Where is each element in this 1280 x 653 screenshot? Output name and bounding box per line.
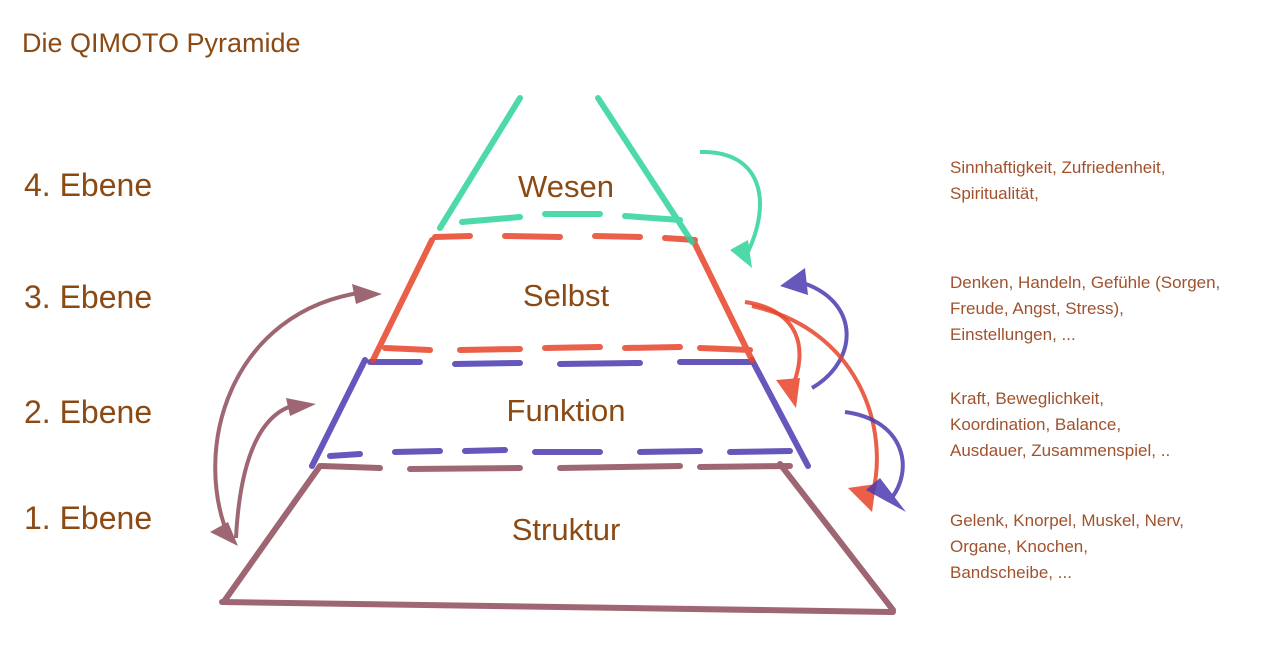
tier-label-selbst: Selbst: [523, 278, 610, 313]
arrow-funktion-to-struktur: [844, 410, 906, 512]
arrow-struktur-to-funktion: [234, 398, 316, 539]
tier-selbst-outline: [370, 233, 755, 363]
desc-line: Freude, Angst, Stress),: [950, 299, 1124, 318]
level-label-1: 1. Ebene: [24, 500, 153, 536]
level-label-2: 2. Ebene: [24, 394, 153, 430]
arrow-funktion-to-selbst: [780, 268, 849, 390]
page-title: Die QIMOTO Pyramide: [22, 28, 301, 58]
desc-line: Bandscheibe, ...: [950, 563, 1072, 582]
desc-line: Kraft, Beweglichkeit,: [950, 389, 1105, 408]
desc-line: Gelenk, Knorpel, Muskel, Nerv,: [950, 511, 1184, 530]
tier-funktion-outline: [309, 357, 811, 469]
desc-line: Einstellungen, ...: [950, 325, 1076, 344]
tier-label-funktion: Funktion: [507, 393, 626, 428]
desc-level-2: Kraft, Beweglichkeit, Koordination, Bala…: [950, 386, 1270, 464]
tier-struktur-outline: [219, 461, 896, 615]
level-label-4: 4. Ebene: [24, 167, 153, 203]
arrow-selbst-to-struktur: [751, 304, 879, 512]
arrow-wesen-to-selbst: [699, 149, 762, 268]
desc-level-3: Denken, Handeln, Gefühle (Sorgen, Freude…: [950, 270, 1270, 348]
desc-line: Organe, Knochen,: [950, 537, 1088, 556]
level-label-3: 3. Ebene: [24, 279, 153, 315]
desc-line: Ausdauer, Zusammenspiel, ..: [950, 441, 1171, 460]
desc-level-4: Sinnhaftigkeit, Zufriedenheit, Spiritual…: [950, 155, 1270, 207]
desc-line: Sinnhaftigkeit, Zufriedenheit,: [950, 158, 1166, 177]
arrow-selbst-to-funktion: [744, 300, 802, 408]
desc-level-1: Gelenk, Knorpel, Muskel, Nerv, Organe, K…: [950, 508, 1270, 586]
desc-line: Denken, Handeln, Gefühle (Sorgen,: [950, 273, 1221, 292]
desc-line: Spiritualität,: [950, 184, 1039, 203]
desc-line: Koordination, Balance,: [950, 415, 1122, 434]
tier-label-wesen: Wesen: [518, 169, 614, 204]
arrow-struktur-to-selbst: [210, 284, 382, 546]
tier-label-struktur: Struktur: [512, 512, 621, 547]
tier-wesen-outline: [437, 95, 695, 245]
